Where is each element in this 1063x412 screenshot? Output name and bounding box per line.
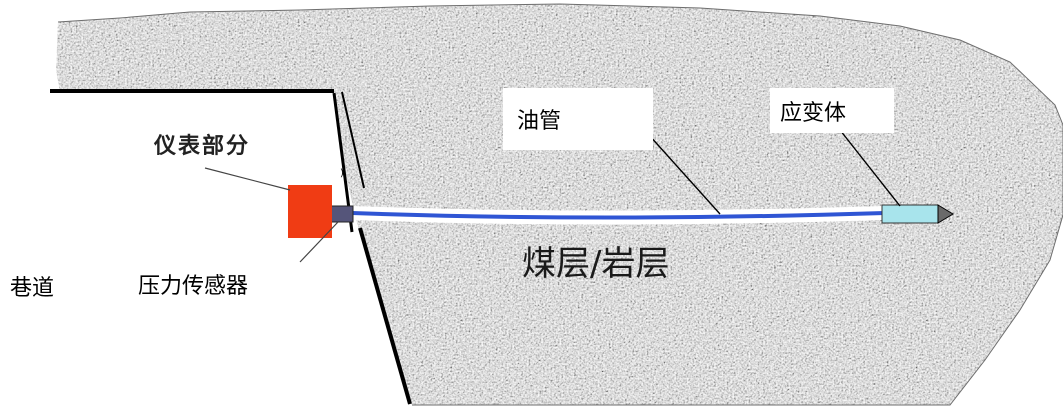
- rock-face-lower: [358, 227, 412, 405]
- instrument-box: [288, 185, 332, 238]
- oil-pipe-label: 油管: [517, 109, 562, 134]
- oil-pipe-label-box: 油管: [503, 88, 653, 150]
- instrument-label: 仪表部分: [154, 134, 251, 159]
- leader-instrument: [204, 167, 291, 191]
- svg-text:): ): [340, 168, 344, 179]
- strata-label: 煤层/岩层: [522, 244, 670, 284]
- tunnel-space: [0, 92, 398, 405]
- leader-strain-body: [839, 129, 901, 207]
- leader-sensor: [299, 221, 339, 263]
- pressure-sensor-block: [330, 205, 354, 223]
- strain-body-label-box: 应变体: [770, 88, 894, 133]
- strain-body-probe: [881, 204, 939, 224]
- strain-body-label: 应变体: [780, 100, 847, 126]
- leader-oil-pipe: [639, 124, 721, 215]
- rock-outline: [57, 3, 1063, 406]
- tunnel-label: 巷道: [10, 276, 55, 301]
- strain-body-tip: [937, 204, 954, 224]
- rock-face-upper: [341, 91, 365, 189]
- pressure-sensor-label: 压力传感器: [138, 274, 249, 299]
- oil-pipe-line: [351, 211, 886, 220]
